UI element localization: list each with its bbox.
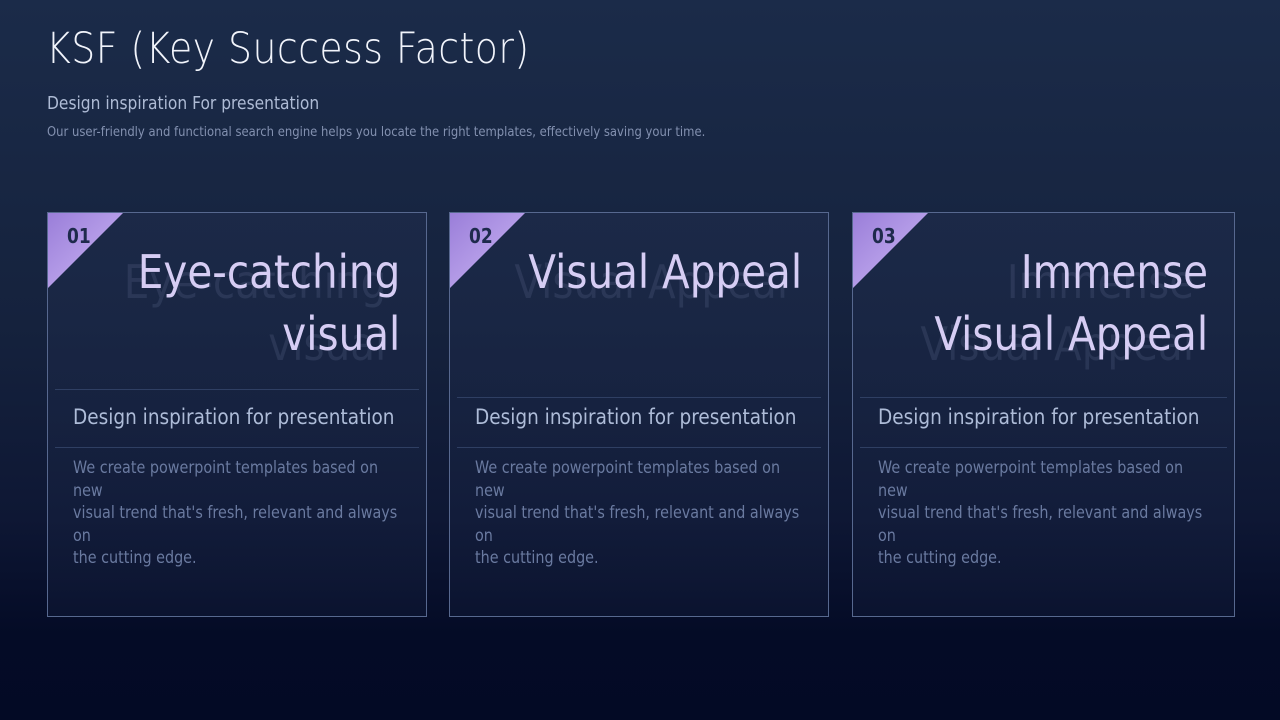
card-subheading: Design inspiration for presentation [73, 405, 395, 429]
card-divider-bottom [457, 447, 821, 448]
card-subheading: Design inspiration for presentation [475, 405, 797, 429]
card-divider-top [860, 397, 1227, 398]
card-heading: Immense Visual Appeal [934, 241, 1208, 365]
card-number: 02 [469, 224, 493, 248]
card-02: Visual Appeal 02 Visual Appeal Design in… [449, 212, 829, 617]
card-divider-top [55, 389, 419, 390]
card-heading-line: visual [281, 307, 400, 361]
card-body: We create powerpoint templates based on … [475, 458, 800, 567]
card-01: Eye-catching visual 01 Eye-catching visu… [47, 212, 427, 617]
card-heading: Visual Appeal [528, 241, 802, 303]
slide-description: Our user-friendly and functional search … [47, 124, 706, 140]
card-heading-line: Visual Appeal [528, 245, 802, 299]
card-number: 01 [67, 224, 91, 248]
card-divider-bottom [55, 447, 419, 448]
card-heading-watermark: Immense Visual Appeal [920, 255, 1194, 371]
card-body: We create powerpoint templates based on … [73, 458, 398, 567]
slide-subtitle: Design inspiration For presentation [47, 93, 320, 114]
card-heading: Eye-catching visual [138, 241, 400, 365]
card-heading-line: Visual Appeal [934, 307, 1208, 361]
slide-title: KSF (Key Success Factor) [46, 24, 530, 74]
card-divider-bottom [860, 447, 1227, 448]
card-heading-watermark: Eye-catching visual [123, 255, 386, 371]
card-03: Immense Visual Appeal 03 Immense Visual … [852, 212, 1235, 617]
card-heading-watermark: Visual Appeal [514, 255, 788, 309]
card-subheading: Design inspiration for presentation [878, 405, 1200, 429]
card-divider-top [457, 397, 821, 398]
card-body: We create powerpoint templates based on … [878, 458, 1203, 567]
card-heading-line: Immense [1020, 245, 1208, 299]
card-heading-line: Eye-catching [137, 245, 400, 299]
card-number: 03 [872, 224, 896, 248]
